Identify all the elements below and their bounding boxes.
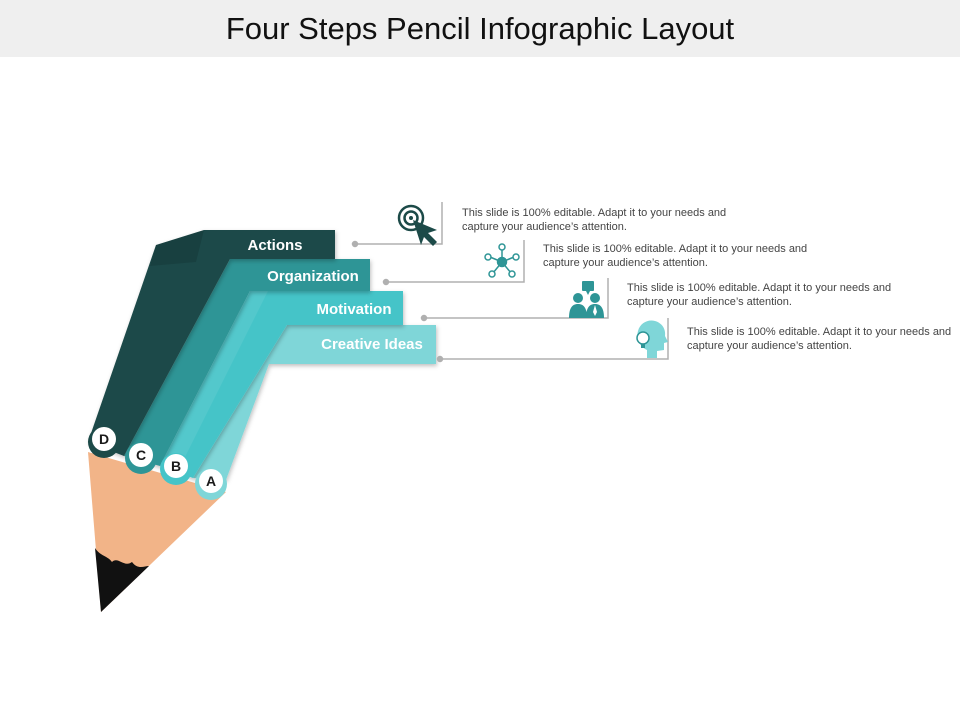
step-label-creative-ideas: Creative Ideas (321, 336, 423, 353)
step-band-creative-ideas (193, 325, 436, 480)
step-label-actions: Actions (247, 237, 302, 254)
connector-creative-ideas (436, 318, 669, 363)
connector-actions (351, 202, 443, 248)
connector-organization (382, 240, 525, 286)
step-description-motivation: This slide is 100% editable. Adapt it to… (627, 282, 892, 308)
step-description-actions: This slide is 100% editable. Adapt it to… (462, 207, 727, 233)
step-marker-c: C (125, 442, 157, 474)
title-bar: Four Steps Pencil Infographic Layout (0, 0, 960, 57)
pencil-lead (95, 548, 149, 612)
step-label-organization: Organization (267, 268, 359, 285)
step-band-motivation (160, 291, 403, 478)
step-marker-d: D (88, 426, 120, 458)
svg-text:D: D (99, 431, 109, 447)
svg-text:B: B (171, 458, 181, 474)
step-band-actions (88, 230, 335, 456)
head-bulb-icon (636, 320, 668, 358)
step-band-organization (124, 259, 370, 466)
presenter-icon (569, 281, 604, 318)
svg-text:C: C (136, 447, 146, 463)
step-marker-b: B (160, 453, 192, 485)
connector-motivation (420, 278, 609, 322)
svg-text:A: A (206, 473, 216, 489)
step-marker-a: A (195, 468, 227, 500)
step-description-creative-ideas: This slide is 100% editable. Adapt it to… (687, 326, 952, 352)
step-label-motivation: Motivation (317, 301, 392, 318)
network-icon (484, 243, 520, 278)
step-description-organization: This slide is 100% editable. Adapt it to… (543, 243, 808, 269)
target-click-icon (397, 204, 437, 246)
page-title: Four Steps Pencil Infographic Layout (225, 10, 735, 46)
